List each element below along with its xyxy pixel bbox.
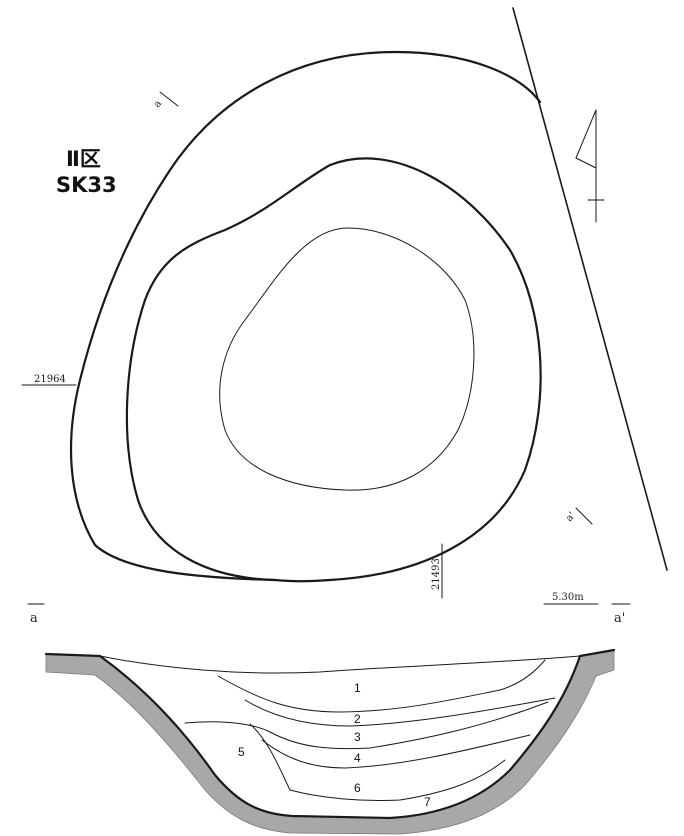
grid-label-left: 21964 (34, 374, 66, 385)
layer-label-5: 5 (238, 745, 245, 759)
layer-label-3: 3 (354, 730, 361, 744)
section-view: 1 2 3 4 5 6 7 (44, 648, 616, 835)
layer-boundary-6-7 (289, 759, 506, 802)
feature-title: SK33 (56, 173, 117, 197)
layer-label-7: 7 (424, 795, 431, 809)
layer-boundary-3-4 (184, 701, 549, 750)
layer-label-4: 4 (354, 751, 361, 765)
grid-label-bottom: 21493 (431, 558, 442, 590)
section-marker-a-prime-label: a' (564, 510, 578, 524)
trench-boundary-line (512, 7, 668, 571)
layer-boundary-2-3 (244, 697, 556, 727)
plan-view: a a' Ⅱ区 SK33 21964 21493 (21, 7, 668, 599)
grid-label-left-group: 21964 (21, 374, 77, 386)
section-reference: a 5.30m a' (27, 592, 631, 626)
layer-label-6: 6 (354, 781, 361, 795)
pit-outer-contour (69, 50, 542, 582)
area-title: Ⅱ区 (66, 147, 101, 171)
north-arrow-icon (575, 109, 605, 223)
layer-label-1: 1 (354, 681, 361, 695)
section-start-label: a (30, 611, 38, 626)
layer-label-2: 2 (354, 712, 361, 726)
elevation-label: 5.30m (552, 592, 584, 603)
layer-boundary-5 (249, 723, 291, 791)
layer-boundary-4-6 (261, 734, 531, 769)
layer-boundary-1-2 (217, 659, 546, 713)
section-marker-a-prime: a' (564, 507, 593, 525)
pit-inner-contour (219, 227, 475, 491)
pit-section-outline (44, 648, 616, 820)
pit-middle-contour (125, 157, 542, 583)
section-end-label: a' (614, 611, 625, 626)
grid-label-bottom-group: 21493 (431, 543, 443, 599)
section-marker-a-label: a (152, 98, 164, 110)
layer-top-surface (99, 655, 581, 674)
natural-soil-band (45, 649, 615, 835)
section-marker-a: a (152, 91, 179, 110)
